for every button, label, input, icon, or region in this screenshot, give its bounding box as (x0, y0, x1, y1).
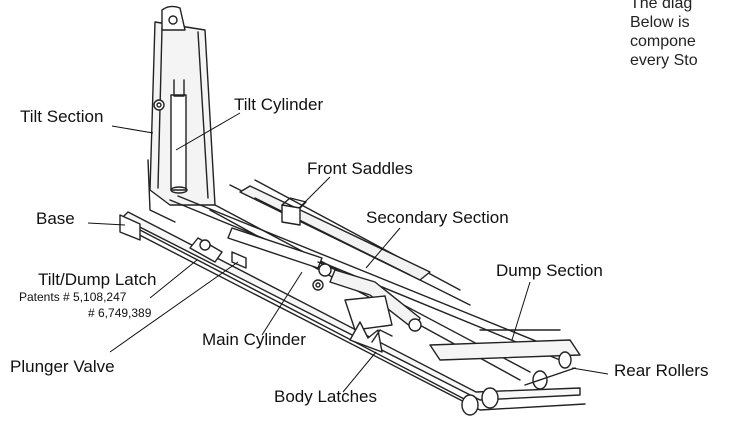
front-saddles-part (281, 197, 307, 226)
label-body-latches: Body Latches (274, 387, 378, 406)
leader-tilt-dump-latch (149, 259, 198, 299)
lift-arm (329, 269, 422, 332)
leader-dump-section (511, 281, 531, 341)
label-base: Base (36, 209, 75, 228)
label-dump-section: Dump Section (496, 261, 603, 280)
leader-plunger-valve (109, 261, 239, 353)
latch-block (189, 237, 247, 269)
label-tilt-section: Tilt Section (20, 107, 104, 126)
leader-main-cylinder (261, 271, 303, 336)
label-patents-line2: # 6,749,389 (88, 306, 152, 320)
leader-base (87, 222, 126, 226)
leader-rear-rollers (571, 367, 609, 375)
intro-text: The diag Below is compone every Sto (630, 0, 698, 70)
dump-section-part (429, 329, 581, 361)
base-front-end (119, 214, 141, 241)
intro-line: every Sto (630, 52, 698, 69)
label-tilt-cylinder: Tilt Cylinder (234, 95, 324, 114)
label-rear-rollers: Rear Rollers (614, 361, 709, 380)
leader-secondary-section (365, 227, 401, 269)
label-secondary-section: Secondary Section (366, 208, 509, 227)
leader-body-latches (342, 351, 377, 393)
label-plunger-valve: Plunger Valve (10, 357, 115, 376)
rear-rollers-part (461, 351, 576, 416)
label-main-cylinder: Main Cylinder (202, 330, 306, 349)
leader-tilt-section (111, 125, 154, 134)
intro-line: Below is (630, 14, 690, 31)
label-tilt-dump-latch: Tilt/Dump Latch (38, 270, 157, 289)
tilt-cylinder-part (170, 79, 188, 194)
label-patents-line1: Patents # 5,108,247 (19, 290, 127, 304)
intro-line: The diag (630, 0, 693, 12)
leader-tilt-cylinder (175, 112, 241, 151)
intro-line: compone (630, 33, 696, 50)
label-front-saddles: Front Saddles (307, 159, 413, 178)
body-latches-part (349, 321, 393, 353)
leader-lines (87, 112, 609, 393)
leader-front-saddles (298, 176, 331, 209)
